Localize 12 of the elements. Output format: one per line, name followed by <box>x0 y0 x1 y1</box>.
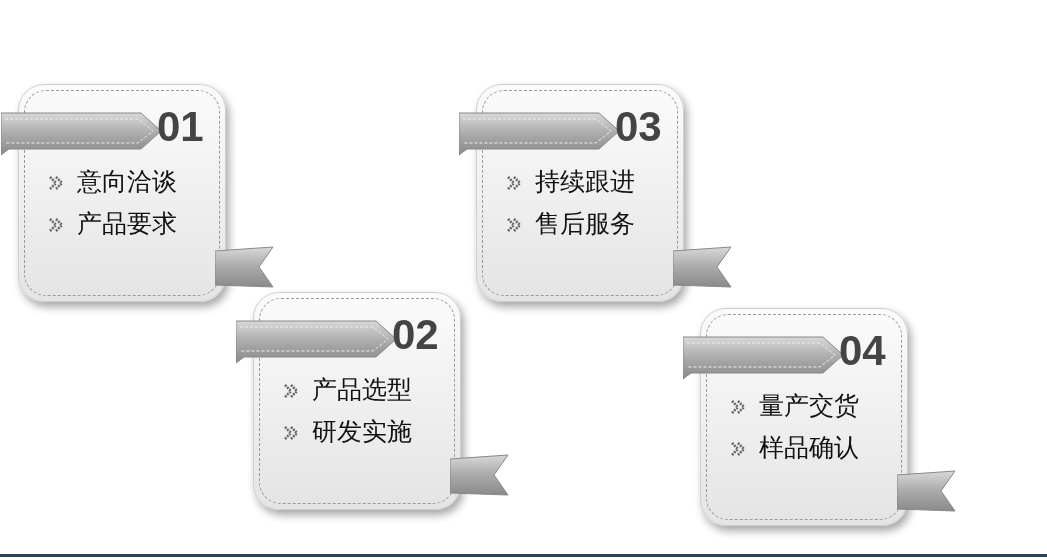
step-number: 01 <box>157 103 204 151</box>
list-item: 售后服务 <box>535 208 635 240</box>
list-item: 样品确认 <box>759 432 859 464</box>
step-number: 03 <box>615 103 662 151</box>
list-item: 产品选型 <box>312 374 412 406</box>
step-number: 02 <box>392 311 439 359</box>
list-item: 持续跟进 <box>535 166 635 198</box>
step-number: 04 <box>839 327 886 375</box>
list-item: 研发实施 <box>312 416 412 448</box>
list-item: 意向洽谈 <box>77 166 177 198</box>
list-item: 量产交货 <box>759 390 859 422</box>
list-item: 产品要求 <box>77 208 177 240</box>
